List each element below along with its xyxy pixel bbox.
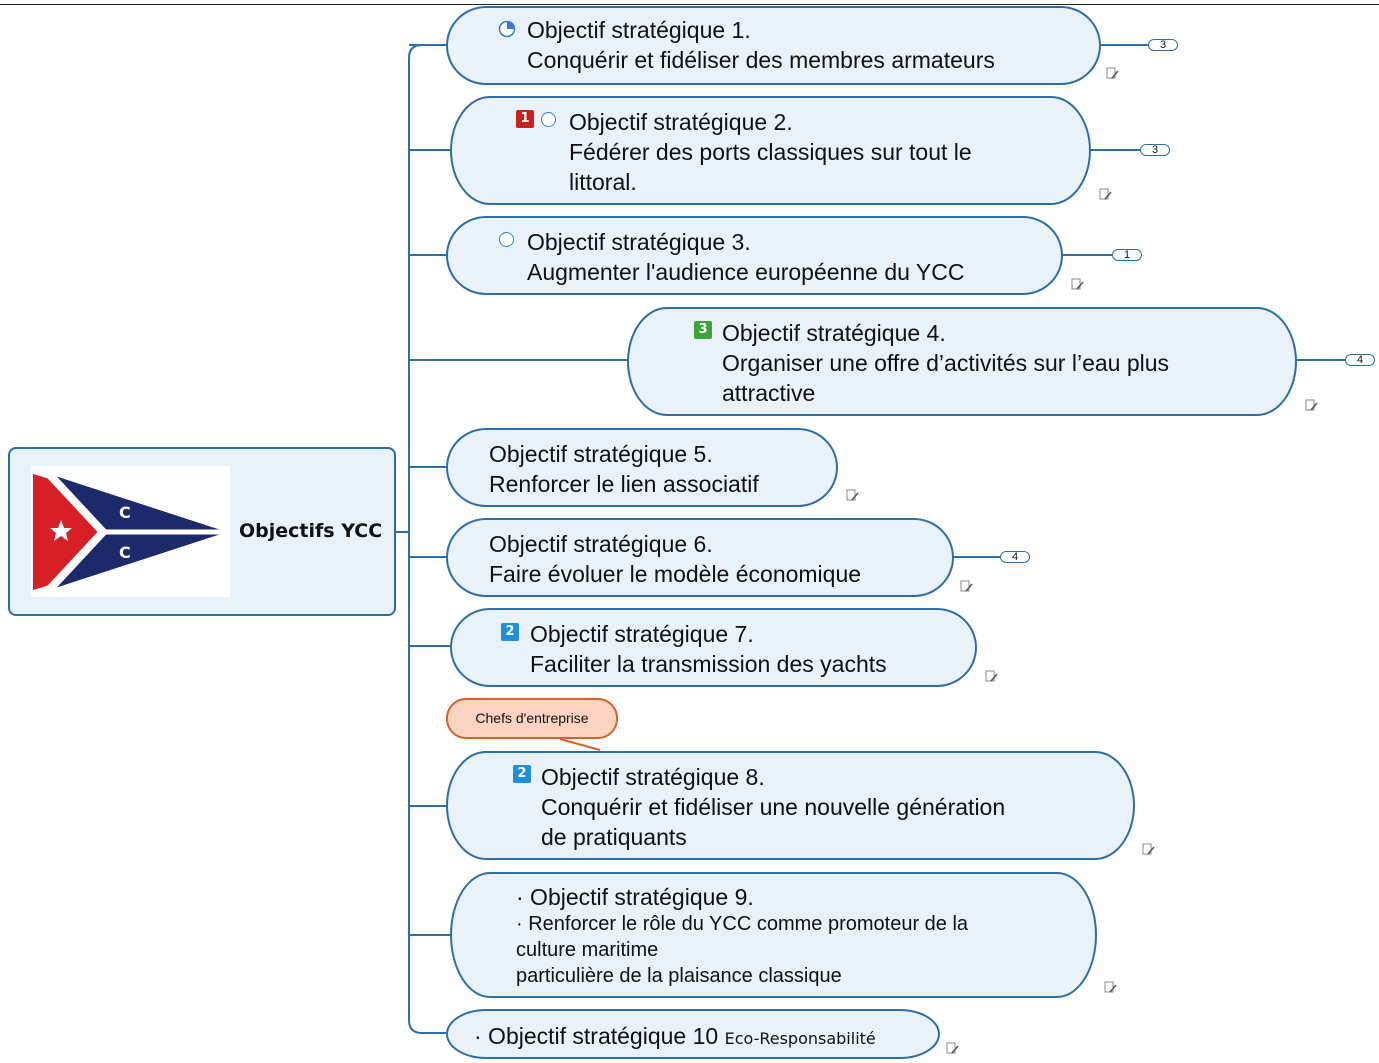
objective-2-node[interactable] <box>450 96 1091 205</box>
objective-7-desc: Faciliter la transmission des yachts <box>530 651 887 677</box>
note-icon[interactable] <box>1099 188 1112 201</box>
objective-3-node[interactable] <box>446 216 1063 295</box>
objective-3-child-count[interactable]: 1 <box>1112 249 1142 261</box>
objective-1-child-count[interactable]: 3 <box>1148 39 1178 51</box>
flag-letter-top: C <box>119 503 131 522</box>
priority-2-icon: 2 <box>501 623 519 641</box>
objective-4-desc-cont: attractive <box>722 380 816 406</box>
progress-quarter-icon <box>498 20 516 38</box>
objective-6-node[interactable] <box>446 518 954 597</box>
objective-10-suffix: Eco-Responsabilité <box>724 1029 876 1048</box>
ycc-flag-logo: C C <box>31 466 230 597</box>
objective-9-title: · Objectif stratégique 9. <box>516 884 754 910</box>
objective-1-desc: Conquérir et fidéliser des membres armat… <box>527 47 995 73</box>
objective-7-node[interactable] <box>450 608 977 687</box>
objective-10-title: · Objectif stratégique 10 Eco-Responsabi… <box>474 1021 876 1054</box>
priority-1-icon: 1 <box>516 110 534 128</box>
star-icon <box>50 520 72 541</box>
objective-7-title: Objectif stratégique 7. <box>530 621 754 647</box>
objective-9-desc-cont: culture maritime <box>516 939 659 961</box>
objective-9-node[interactable] <box>450 872 1097 998</box>
note-icon[interactable] <box>1142 843 1155 856</box>
objective-2-desc: Fédérer des ports classiques sur tout le <box>569 139 972 165</box>
note-icon[interactable] <box>1071 278 1084 291</box>
note-icon[interactable] <box>1104 981 1117 994</box>
objective-6-child-count[interactable]: 4 <box>1000 551 1030 563</box>
objective-8-title: Objectif stratégique 8. <box>541 764 765 790</box>
objective-1-node[interactable] <box>446 6 1101 85</box>
note-icon[interactable] <box>1305 399 1318 412</box>
objective-2-child-count[interactable]: 3 <box>1140 144 1170 156</box>
flag-letter-bottom: C <box>119 543 131 562</box>
objective-5-desc: Renforcer le lien associatif <box>489 471 759 497</box>
note-icon[interactable] <box>985 670 998 683</box>
objective-4-desc: Organiser une offre d’activités sur l’ea… <box>722 350 1170 376</box>
objective-10-label: · Objectif stratégique 10 <box>474 1023 719 1049</box>
progress-empty-icon <box>499 232 514 247</box>
objective-2-desc-cont: littoral. <box>569 169 637 195</box>
objective-6-title: Objectif stratégique 6. <box>489 531 713 557</box>
objective-2-title: Objectif stratégique 2. <box>569 109 793 135</box>
priority-2-icon: 2 <box>513 765 531 783</box>
note-icon[interactable] <box>946 1042 959 1055</box>
objective-6-desc: Faire évoluer le modèle économique <box>489 561 862 587</box>
root-label: Objectifs YCC <box>239 520 383 542</box>
objective-8-desc-cont: de pratiquants <box>541 824 687 850</box>
objective-10-node[interactable] <box>446 1009 940 1059</box>
objective-9-desc: · Renforcer le rôle du YCC comme promote… <box>516 913 969 935</box>
note-icon[interactable] <box>960 580 973 593</box>
objective-3-title: Objectif stratégique 3. <box>527 229 751 255</box>
callout-chefs-entreprise[interactable]: Chefs d'entreprise <box>446 698 618 739</box>
objective-8-node[interactable] <box>446 751 1135 860</box>
objective-4-node[interactable] <box>627 307 1297 416</box>
objective-1-title: Objectif stratégique 1. <box>527 17 751 43</box>
objective-8-desc: Conquérir et fidéliser une nouvelle géné… <box>541 794 1006 820</box>
objective-5-title: Objectif stratégique 5. <box>489 441 713 467</box>
objective-5-node[interactable] <box>446 428 838 507</box>
objective-9-desc-cont-2: particulière de la plaisance classique <box>516 965 842 987</box>
top-border <box>0 4 1379 5</box>
note-icon[interactable] <box>1106 67 1119 80</box>
objective-4-child-count[interactable]: 4 <box>1345 354 1375 366</box>
objective-4-title: Objectif stratégique 4. <box>722 320 946 346</box>
note-icon[interactable] <box>846 489 859 502</box>
objective-3-desc: Augmenter l'audience européenne du YCC <box>527 259 965 285</box>
priority-3-icon: 3 <box>694 321 712 339</box>
progress-empty-icon <box>541 112 556 127</box>
